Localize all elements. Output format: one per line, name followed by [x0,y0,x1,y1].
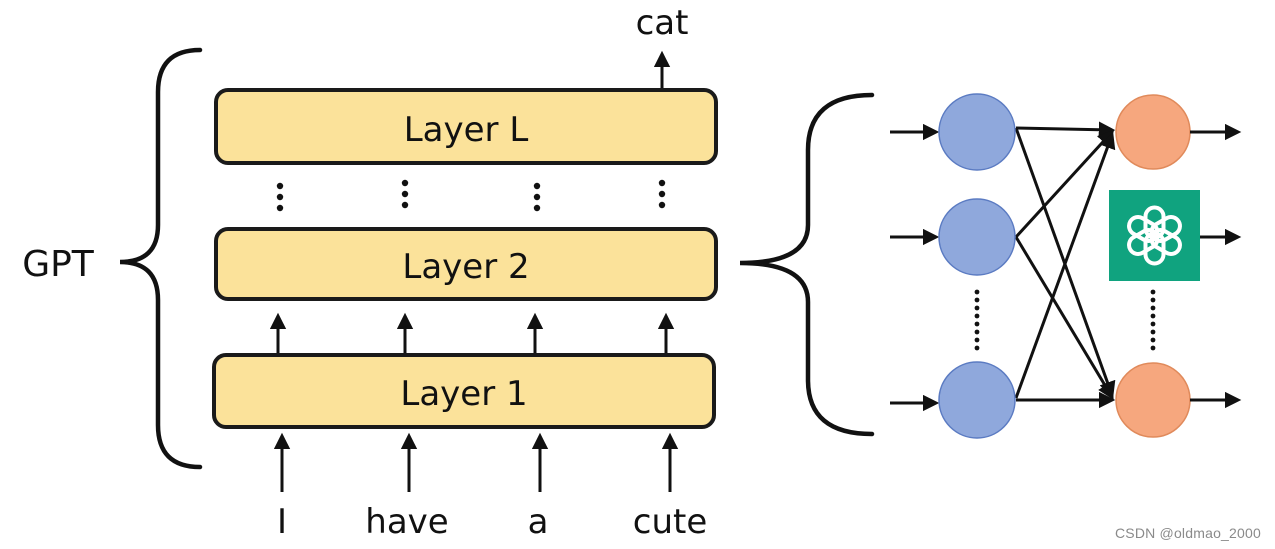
layer-l-box: Layer L [214,88,718,165]
gpt-label: GPT [22,244,95,285]
layer-2-label: Layer 2 [402,247,529,287]
openai-logo-icon [1109,190,1200,281]
layer-2-box: Layer 2 [214,227,718,301]
input-node [938,361,1016,439]
input-token-3: a [528,502,549,542]
input-token-4: cute [633,502,708,542]
input-nodes-ellipsis [974,289,980,351]
layer-1-label: Layer 1 [400,374,527,414]
output-nodes [1115,94,1191,438]
watermark: CSDN @oldmao_2000 [1114,525,1261,541]
input-arrows [273,432,679,492]
network-input-arrows [890,123,940,412]
output-node [1115,362,1191,438]
input-node [938,93,1016,171]
layer1-to-layer2-arrows [269,312,675,354]
network-connections [1014,121,1116,409]
network-output-arrows [1190,123,1242,409]
output-node [1115,94,1191,170]
network-brace [739,92,875,437]
gpt-brace [119,47,203,470]
layer-l-label: Layer L [404,110,529,150]
input-node [938,198,1016,276]
output-nodes-ellipsis [1150,289,1156,351]
input-token-2: have [365,502,448,542]
output-token-cat: cat [636,3,689,43]
input-nodes [938,93,1016,439]
layer-ellipsis [276,179,666,212]
input-token-1: I [277,502,287,542]
layer-1-box: Layer 1 [212,353,716,429]
